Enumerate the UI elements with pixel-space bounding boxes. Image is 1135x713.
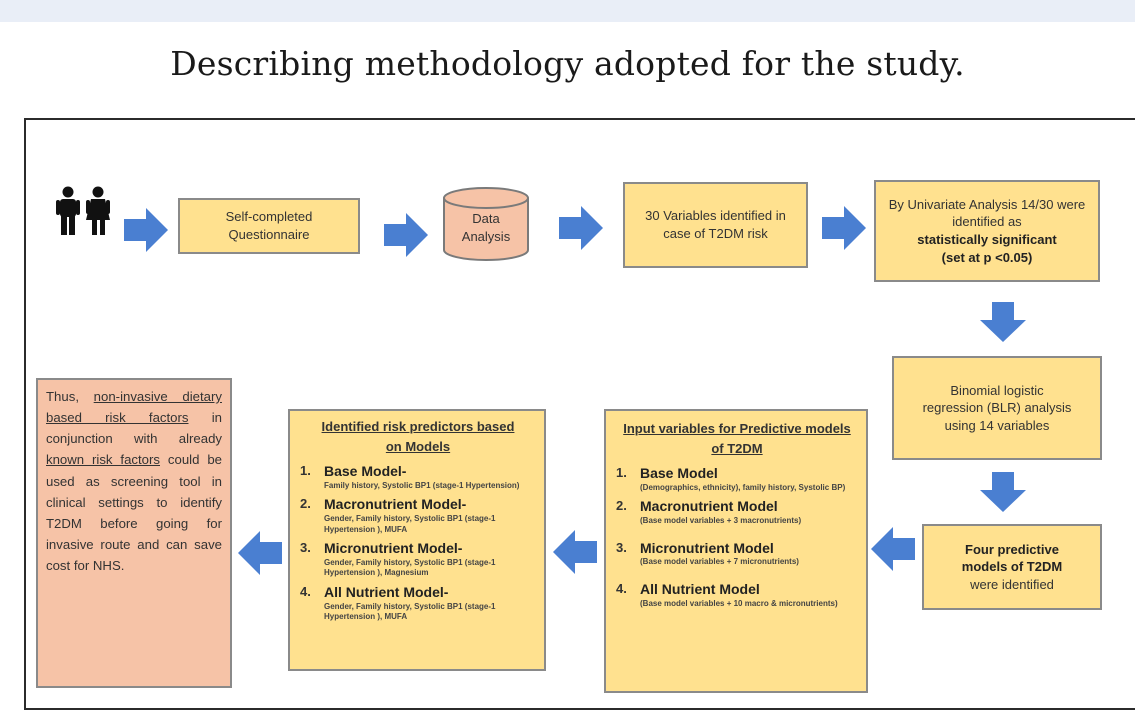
item-detail: Family history, Systolic BP1 (stage-1 Hy… [324, 480, 520, 490]
risk-predictors-list: Identified risk predictors based on Mode… [290, 417, 544, 622]
arrow-left-icon [871, 527, 915, 571]
variables-box: 30 Variables identified in case of T2DM … [623, 182, 808, 268]
item-detail: Gender, Family history, Systolic BP1 (st… [324, 557, 496, 578]
item-number: 4. [616, 580, 627, 596]
variables-label: 30 Variables identified in case of T2DM … [645, 208, 786, 241]
arrow-down-icon [980, 472, 1026, 512]
item-title: Macronutrient Model- [324, 496, 467, 513]
conclusion-text: in conjunction with already [46, 410, 223, 447]
arrow-right-icon [384, 213, 428, 257]
arrow-left-icon [238, 531, 282, 575]
item-title: Macronutrient Model [640, 498, 778, 515]
item-title: Base Model- [324, 463, 407, 479]
conclusion-text: Thus, [46, 389, 94, 404]
item-number: 3. [300, 539, 311, 555]
arrow-left-icon [553, 530, 597, 574]
four-models-box: Four predictive models of T2DM were iden… [922, 524, 1102, 610]
arrow-right-icon [822, 206, 866, 250]
item-number: 3. [616, 539, 627, 555]
list-item: 3. Micronutrient Model(Base model variabl… [616, 539, 858, 568]
questionnaire-label: Self-completed Questionnaire [225, 209, 313, 242]
arrow-right-icon [559, 206, 603, 250]
conclusion-highlight: non-invasive dietary based risk factors [46, 389, 222, 426]
four-models-label: Four predictive models of T2DM [961, 541, 1063, 575]
item-detail: (Base model variables + 3 macronutrients… [640, 516, 802, 526]
item-number: 1. [616, 465, 627, 480]
people-icon [56, 186, 110, 235]
arrow-right-icon [124, 208, 168, 252]
item-title: All Nutrient Model [640, 580, 760, 597]
threshold-label: (set at p <0.05) [941, 249, 1033, 265]
item-title: All Nutrient Model- [324, 583, 449, 600]
list-item: 2. Macronutrient Model-Gender, Family his… [300, 495, 536, 535]
questionnaire-box: Self-completed Questionnaire [178, 198, 360, 254]
item-detail: (Base model variables + 7 micronutrients… [640, 557, 799, 567]
conclusion-highlight: known risk factors [46, 452, 160, 468]
item-number: 4. [300, 583, 311, 599]
binomial-regression-box: Binomial logistic regression (BLR) analy… [892, 356, 1102, 460]
item-detail: (Base model variables + 10 macro & micro… [640, 598, 838, 608]
conclusion-text: could be used as screening tool in clini… [46, 452, 222, 573]
item-number: 1. [300, 463, 311, 478]
list-item: 3. Micronutrient Model-Gender, Family his… [300, 539, 536, 579]
item-number: 2. [616, 498, 627, 514]
input-variables-box: Input variables for Predictive models of… [604, 409, 868, 693]
item-detail: Gender, Family history, Systolic BP1 (st… [324, 514, 496, 534]
data-analysis-label: Data Analysis [461, 211, 511, 244]
item-title: Base Model [640, 465, 718, 481]
conclusion-box: Thus, non-invasive dietary based risk fa… [36, 378, 232, 688]
list-item: 4. All Nutrient Model(Base model variable… [616, 580, 858, 609]
risk-predictors-box: Identified risk predictors based on Mode… [288, 409, 546, 671]
item-detail: Gender, Family history, Systolic BP1 (st… [324, 601, 496, 621]
input-variables-list: Input variables for Predictive models of… [606, 419, 866, 609]
input-variables-header: Input variables for Predictive models of… [623, 421, 851, 456]
list-item: 4. All Nutrient Model-Gender, Family hist… [300, 583, 536, 623]
item-title: Micronutrient Model- [324, 539, 463, 556]
list-item: 2. Macronutrient Model(Base model variabl… [616, 497, 858, 526]
significance-label: statistically significant [917, 232, 1057, 247]
arrow-down-icon [980, 302, 1026, 342]
item-title: Micronutrient Model [640, 539, 774, 556]
database-cylinder-icon [443, 187, 529, 261]
risk-predictors-header: Identified risk predictors based on Mode… [321, 419, 515, 454]
identified-label: were identified [970, 576, 1054, 592]
list-item: 1. Base Model(Demographics, ethnicity), f… [616, 464, 858, 493]
figure-title: Describing methodology adopted for the s… [170, 44, 965, 83]
list-item: 1. Base Model-Family history, Systolic BP… [300, 462, 536, 491]
univariate-text: By Univariate Analysis 14/30 were identi… [888, 196, 1086, 230]
univariate-box: By Univariate Analysis 14/30 were identi… [874, 180, 1100, 282]
binomial-label: Binomial logistic regression (BLR) analy… [922, 382, 1072, 433]
item-number: 2. [300, 496, 311, 512]
item-detail: (Demographics, ethnicity), family histor… [640, 482, 846, 492]
